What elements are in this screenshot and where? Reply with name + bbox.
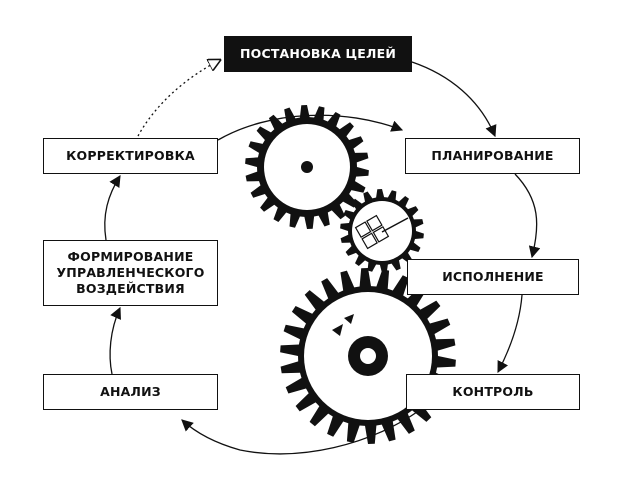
arrow-anal-to-form	[109, 306, 121, 375]
planning-box: ПЛАНИРОВАНИЕ	[405, 138, 580, 174]
goal-setting-box: ПОСТАНОВКА ЦЕЛЕЙ	[224, 36, 412, 72]
correction-label: КОРРЕКТИРОВКА	[66, 148, 195, 163]
analysis-label: АНАЛИЗ	[100, 384, 161, 399]
arrow-goal-to-plan	[411, 61, 497, 138]
management-action-line-3: ВОЗДЕЙСТВИЯ	[76, 281, 185, 296]
arrow-corr-to-goal	[137, 60, 220, 137]
management-action-box: ФОРМИРОВАНИЕ УПРАВЛЕНЧЕСКОГО ВОЗДЕЙСТВИЯ	[43, 240, 218, 306]
cycle-arrows	[104, 60, 541, 455]
arrow-ctrl-to-anal	[181, 409, 421, 455]
arrow-form-to-corr	[104, 175, 121, 241]
analysis-box: АНАЛИЗ	[43, 374, 218, 410]
management-action-line-1: ФОРМИРОВАНИЕ	[67, 249, 194, 264]
correction-box: КОРРЕКТИРОВКА	[43, 138, 218, 174]
control-label: КОНТРОЛЬ	[452, 384, 534, 399]
gear-icon-top	[245, 105, 369, 229]
management-action-line-2: УПРАВЛЕНЧЕСКОГО	[56, 265, 205, 280]
arrow-plan-to-exec	[514, 173, 541, 259]
goal-setting-label: ПОСТАНОВКА ЦЕЛЕЙ	[239, 46, 397, 61]
gear-icon-middle	[340, 189, 424, 273]
control-box: КОНТРОЛЬ	[406, 374, 580, 410]
planning-label: ПЛАНИРОВАНИЕ	[431, 148, 554, 163]
arrow-exec-to-ctrl	[497, 294, 523, 374]
execution-box: ИСПОЛНЕНИЕ	[407, 259, 579, 295]
execution-label: ИСПОЛНЕНИЕ	[442, 269, 544, 284]
